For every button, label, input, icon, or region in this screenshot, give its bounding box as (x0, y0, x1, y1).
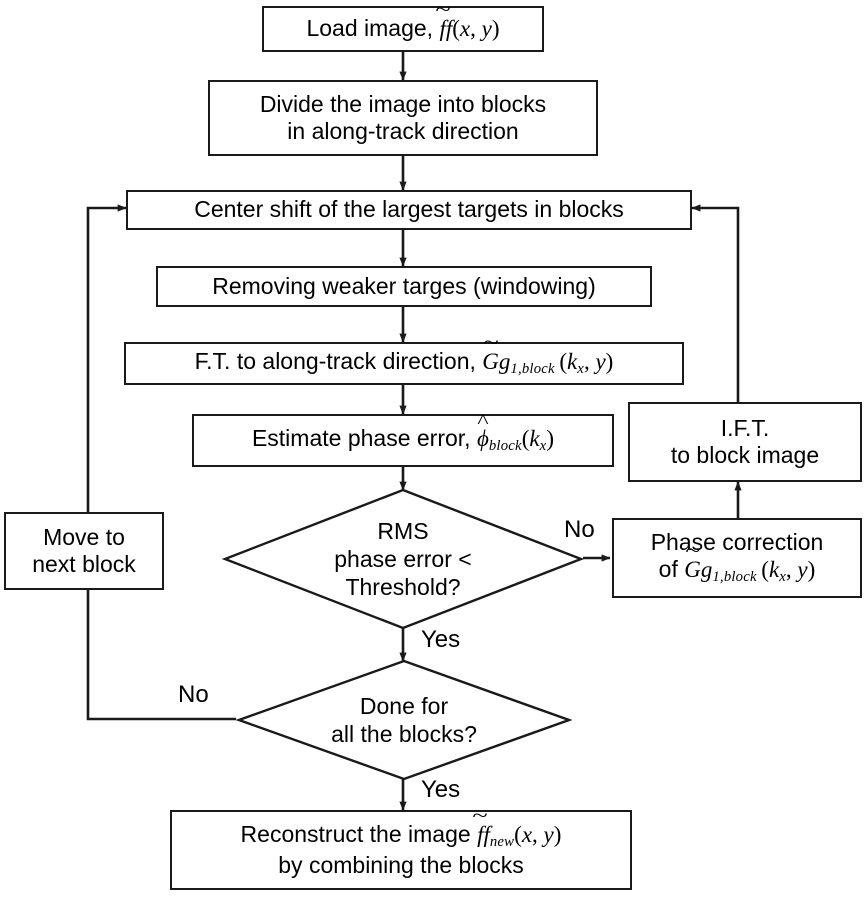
node-move-next-block-line1: Move to (43, 523, 125, 550)
node-center-shift: Center shift of the largest targets in b… (126, 190, 692, 230)
node-load-image: Load image, ff(x, y) (262, 6, 544, 52)
edge-label-rms-no: No (564, 516, 595, 543)
node-ft-along-track-label: F.T. to along-track direction, Gg1,block… (126, 348, 682, 378)
node-removing-weaker-targets: Removing weaker targes (windowing) (156, 266, 652, 307)
node-estimate-phase-error-label: Estimate phase error, ϕblock(kx) (194, 425, 612, 455)
edge-label-rms-yes: Yes (421, 626, 461, 653)
node-divide-blocks-line2: in along-track direction (287, 118, 519, 144)
done-line1: Done for (359, 692, 449, 719)
node-ift-block-image: I.F.T.to block image (628, 402, 862, 482)
node-center-shift-label: Center shift of the largest targets in b… (194, 196, 624, 223)
done-line2: all the blocks? (331, 721, 477, 747)
edge-ift-to-center-shift (691, 204, 740, 402)
node-move-next-block-line2: next block (32, 551, 136, 577)
node-divide-blocks-line1: Divide the image into blocks (259, 90, 547, 117)
node-reconstruct-line2: by combining the blocks (278, 851, 524, 878)
node-estimate-phase-error: Estimate phase error, ϕblock(kx) (192, 414, 614, 467)
rms-line2: phase error < (334, 545, 472, 572)
node-ift-line2: to block image (670, 442, 820, 468)
node-reconstruct-image: Reconstruct the image ffnew(x, y)by comb… (170, 810, 632, 890)
edge-label-done-no: No (178, 681, 209, 708)
rms-line1: RMS (377, 517, 429, 544)
edge-label-done-yes: Yes (421, 776, 461, 803)
node-ft-along-track: F.T. to along-track direction, Gg1,block… (124, 342, 684, 385)
node-reconstruct-image-label: Reconstruct the image ffnew(x, y)by comb… (172, 821, 630, 879)
node-removing-weaker-targets-label: Removing weaker targes (windowing) (212, 272, 596, 299)
node-load-image-label: Load image, ff(x, y) (264, 15, 542, 42)
node-ift-line1: I.F.T. (720, 414, 770, 441)
node-phase-correction-line1: Phase correction (650, 529, 824, 556)
rms-line3: Threshold? (345, 574, 461, 601)
